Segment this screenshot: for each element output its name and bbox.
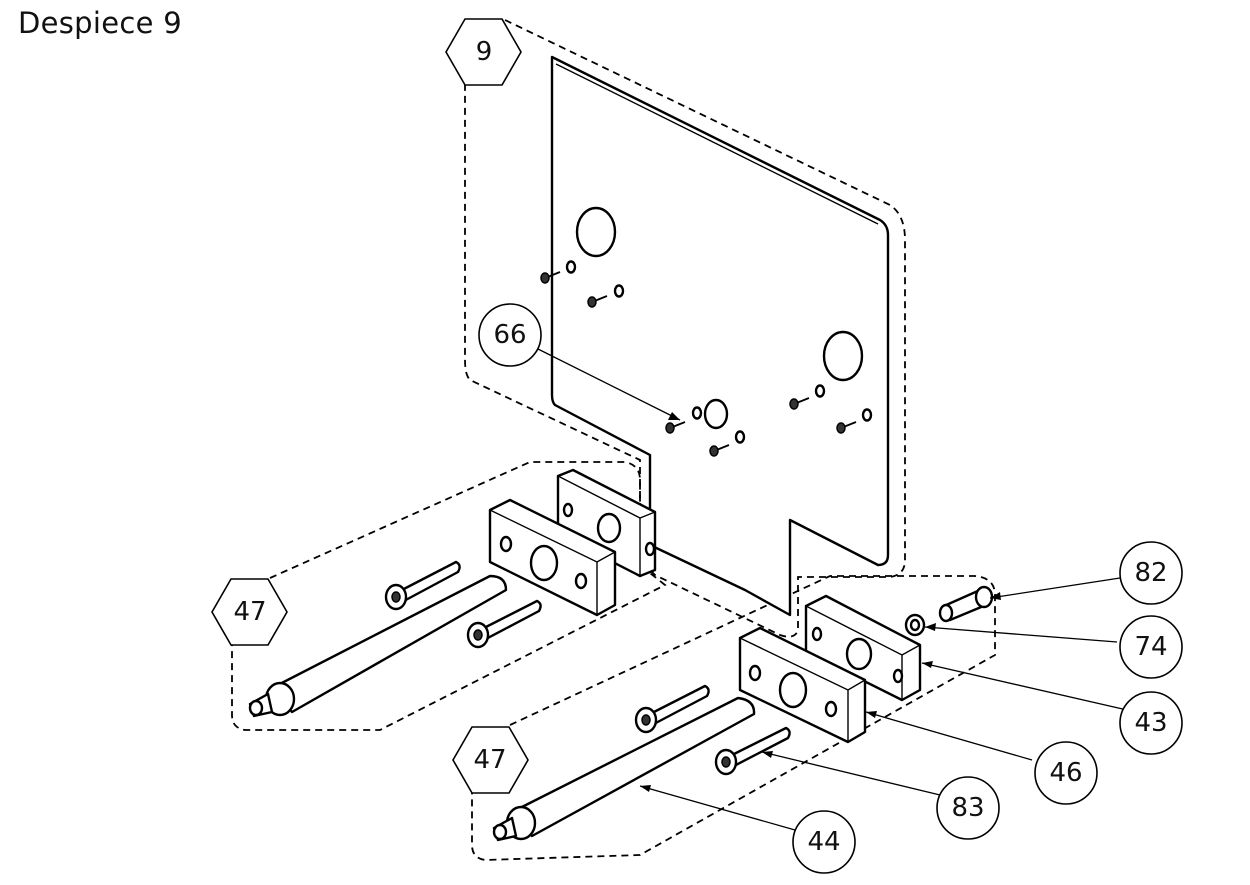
small-screw <box>789 397 810 410</box>
plate-hole-large-upper <box>575 206 617 258</box>
plate-hole-small <box>613 284 625 298</box>
group-boundary-47-right <box>471 575 996 861</box>
svg-text:9: 9 <box>476 37 493 67</box>
arrowhead <box>922 661 933 668</box>
arrowhead <box>668 412 680 420</box>
group-boundary-9 <box>464 19 906 638</box>
bolt-right-lower <box>714 726 791 776</box>
balloon-43: 43 <box>1119 691 1183 755</box>
leader-66 <box>535 347 681 421</box>
svg-text:44: 44 <box>807 827 840 857</box>
block-back-left <box>556 468 657 578</box>
balloon-hex-9: 9 <box>445 18 522 86</box>
plate-hole-small <box>814 384 826 398</box>
block-front-right <box>738 626 867 744</box>
bolt-right-upper <box>634 684 710 734</box>
balloon-83: 83 <box>936 776 1000 840</box>
plate-hole-small <box>734 430 746 444</box>
block-front-left <box>488 498 617 617</box>
group-boundary-47-left <box>231 461 667 731</box>
balloon-hex-47-left: 47 <box>211 578 288 646</box>
cap-screw <box>938 585 994 623</box>
washer <box>904 613 926 637</box>
svg-text:47: 47 <box>473 745 506 775</box>
arrowhead <box>762 751 773 758</box>
small-screw <box>587 295 608 308</box>
shaft-right <box>492 696 756 842</box>
plate-hole-small <box>691 406 703 420</box>
leader-74 <box>924 626 1118 643</box>
svg-text:83: 83 <box>951 793 984 823</box>
small-screw <box>709 444 730 457</box>
plate-hole-small <box>565 260 577 274</box>
arrowhead <box>925 623 936 631</box>
leader-46 <box>865 711 1033 761</box>
balloon-66: 66 <box>478 303 542 367</box>
bolt-left-upper <box>384 560 461 611</box>
svg-text:47: 47 <box>233 597 266 627</box>
small-screw <box>540 271 561 284</box>
shaft-left <box>248 574 508 718</box>
plate-hole-medium <box>703 398 729 430</box>
arrowhead <box>990 592 1001 600</box>
svg-text:46: 46 <box>1049 758 1082 788</box>
small-screw <box>836 421 857 434</box>
balloon-44: 44 <box>792 810 856 874</box>
balloon-82: 82 <box>1119 541 1183 605</box>
svg-text:66: 66 <box>493 320 526 350</box>
balloon-hex-47-right: 47 <box>452 726 529 794</box>
leader-83 <box>761 751 941 796</box>
svg-text:74: 74 <box>1134 632 1167 662</box>
leader-43 <box>921 662 1128 711</box>
balloon-74: 74 <box>1119 615 1183 679</box>
leader-82 <box>989 577 1121 599</box>
plate-hole-small <box>861 408 873 422</box>
bolt-left-lower <box>466 599 542 649</box>
leader-44 <box>639 785 796 831</box>
small-screw <box>665 421 686 434</box>
balloon-46: 46 <box>1034 741 1098 805</box>
drawing-title: Despiece 9 <box>18 6 183 40</box>
mounting-plate <box>550 55 890 617</box>
svg-text:82: 82 <box>1134 558 1167 588</box>
plate-hole-large-lower <box>822 330 864 382</box>
arrowhead <box>640 785 651 792</box>
arrowhead <box>866 711 877 718</box>
svg-text:43: 43 <box>1134 708 1167 738</box>
